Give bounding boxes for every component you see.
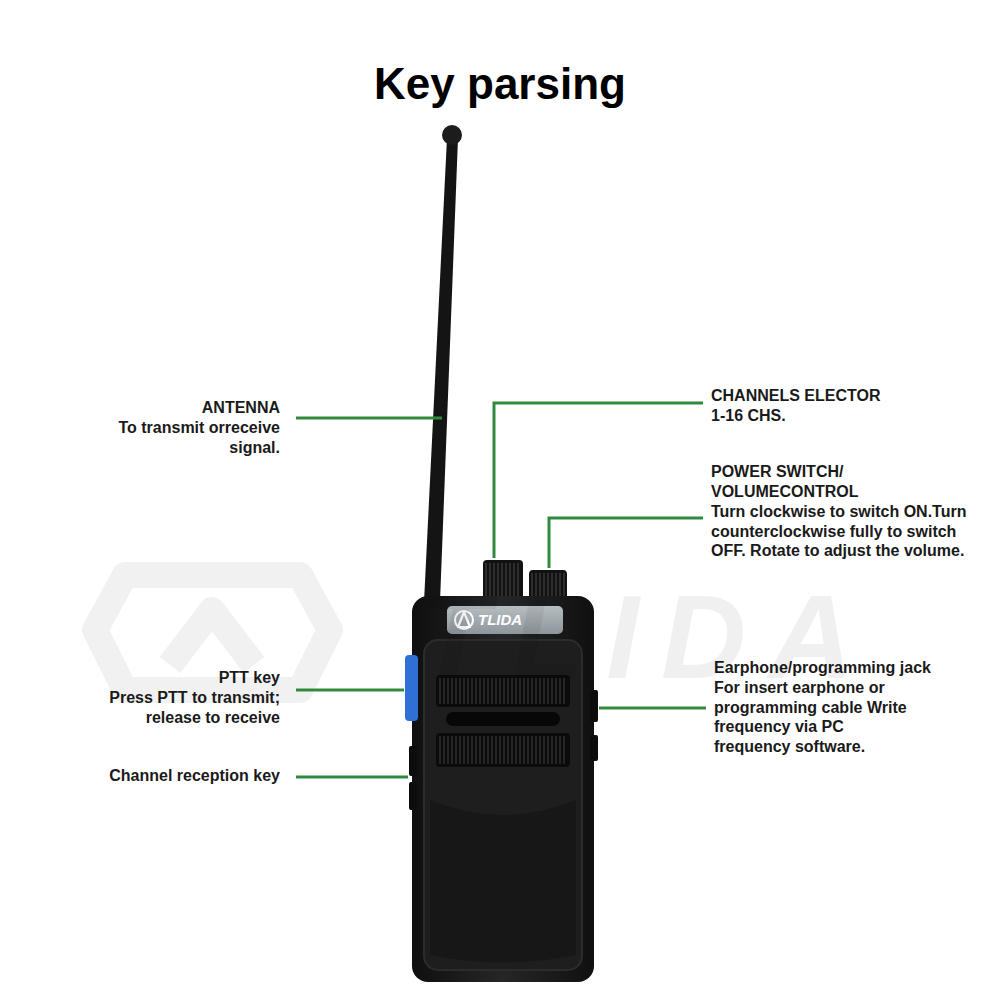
leader-line — [296, 689, 404, 692]
grill-rib — [451, 736, 453, 764]
part-name: Channel reception key — [40, 766, 280, 786]
part-name: ANTENNA — [40, 398, 280, 418]
grill-rib — [547, 736, 549, 764]
grill-rib — [527, 736, 529, 764]
speaker-grill-lower — [436, 733, 570, 767]
grill-rib — [443, 736, 445, 764]
grill-rib — [503, 736, 505, 764]
grill-rib — [531, 736, 533, 764]
grill-rib — [467, 736, 469, 764]
watermark-chevron — [170, 610, 254, 665]
antenna-tip — [442, 125, 462, 145]
grill-rib — [447, 736, 449, 764]
ptt-button — [405, 655, 418, 721]
part-description: 1-16 CHS. — [711, 406, 981, 426]
part-name: POWER SWITCH/ VOLUMECONTROL — [711, 462, 891, 501]
grill-rib — [459, 736, 461, 764]
grill-rib — [479, 736, 481, 764]
grill-rib — [515, 736, 517, 764]
title: Key parsing — [0, 58, 1000, 110]
antenna — [424, 138, 458, 602]
grill-rib — [499, 736, 501, 764]
leader-line — [549, 518, 703, 568]
part-description: Press PTT to transmit; release to receiv… — [65, 688, 280, 727]
grill-rib — [535, 736, 537, 764]
leader-line — [494, 403, 703, 558]
part-name: PTT key — [40, 668, 280, 688]
part-name: CHANNELS ELECTOR — [711, 386, 981, 406]
watermark-outline — [95, 575, 330, 690]
reception-key — [409, 746, 417, 776]
grill-rib — [539, 736, 541, 764]
speaker-slot — [446, 712, 560, 726]
grill-rib — [519, 736, 521, 764]
grill-rib — [511, 736, 513, 764]
grill-rib — [487, 736, 489, 764]
part-description: To transmit orreceive signal. — [65, 418, 280, 457]
side-key — [409, 782, 417, 810]
grill-rib — [455, 736, 457, 764]
grill-rib — [555, 736, 557, 764]
grill-rib — [523, 736, 525, 764]
grill-rib — [559, 736, 561, 764]
grill-rib — [543, 736, 545, 764]
leader-line — [296, 417, 442, 420]
grill-rib — [483, 736, 485, 764]
grill-rib — [551, 736, 553, 764]
leader-line — [296, 776, 408, 779]
grill-rib — [471, 736, 473, 764]
grill-rib — [563, 736, 565, 764]
grill-rib — [475, 736, 477, 764]
leader-line — [599, 707, 706, 710]
grill-rib — [507, 736, 509, 764]
jack-cover — [590, 735, 598, 761]
part-description: Turn clockwise to switch ON.Turn counter… — [711, 502, 973, 561]
grill-rib — [491, 736, 493, 764]
watermark-logo — [95, 575, 330, 690]
grill-rib — [495, 736, 497, 764]
grill-rib — [463, 736, 465, 764]
watermark: TLIDA — [418, 572, 998, 702]
grill-rib — [439, 736, 441, 764]
lower-panel — [430, 800, 576, 963]
